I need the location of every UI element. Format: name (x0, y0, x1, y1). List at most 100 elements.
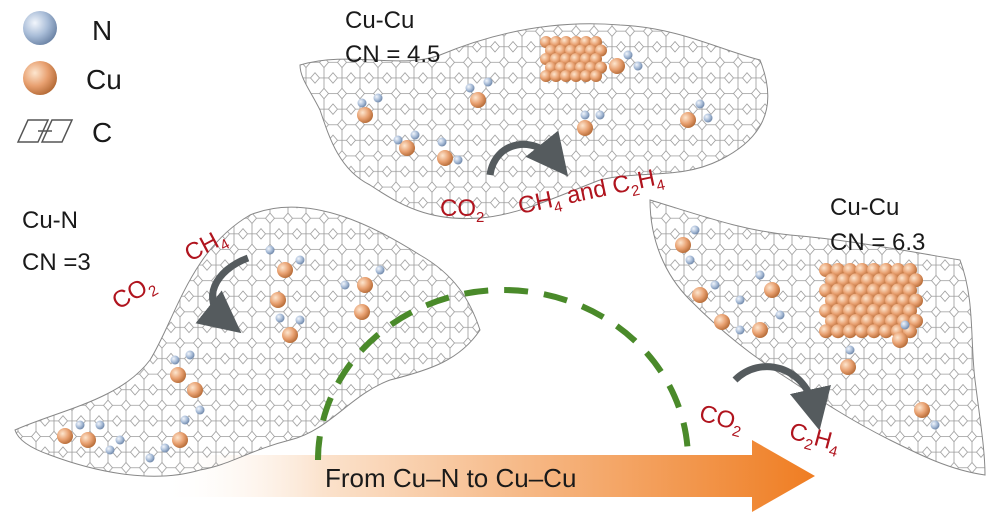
cluster-copper-atom (903, 303, 917, 318)
cluster-copper-atom (831, 283, 845, 298)
copper-atom (764, 282, 780, 298)
nitrogen-atom (195, 405, 205, 415)
cluster-copper-atom (867, 283, 881, 298)
nitrogen-atom (465, 83, 475, 93)
nitrogen-atom (453, 155, 463, 165)
cluster-copper-atom (849, 273, 863, 288)
copper-atom (914, 402, 930, 418)
cluster-copper-atom (570, 70, 582, 82)
cluster-copper-atom (879, 303, 893, 318)
nitrogen-atom (735, 295, 745, 305)
nitrogen-atom (595, 110, 605, 120)
copper-atom (675, 237, 691, 253)
nitrogen-atom (930, 420, 940, 430)
cluster-copper-atom (867, 263, 881, 277)
nitrogen-atom-icon (23, 11, 57, 45)
legend-label-n: N (92, 15, 112, 46)
cluster-copper-atom (861, 314, 875, 328)
reaction-arrow-cu-cu-mid (486, 130, 569, 177)
nitrogen-atom (685, 255, 695, 265)
nitrogen-atom (105, 445, 115, 455)
cluster-copper-atom (855, 263, 869, 277)
cluster-copper-atom (861, 293, 875, 308)
cluster-copper-atom (819, 303, 833, 318)
panel-title: Cu-Cu (830, 194, 899, 221)
cluster-copper-atom (819, 283, 833, 298)
nitrogen-atom (900, 320, 910, 330)
cluster-copper-atom (843, 324, 857, 339)
copper-atom (680, 112, 696, 128)
cluster-copper-atom (590, 70, 602, 82)
copper-atom (399, 140, 415, 156)
cluster-copper-atom (831, 263, 845, 277)
cluster-copper-atom (885, 314, 899, 328)
cluster-copper-atom (885, 293, 899, 308)
coordination-number: CN =3 (22, 249, 91, 276)
nitrogen-atom (115, 435, 125, 445)
single-atom-sites (57, 50, 940, 463)
nitrogen-atom (170, 355, 180, 365)
cluster-copper-atom (837, 273, 851, 288)
nitrogen-atom (755, 270, 765, 280)
copper-atom (172, 432, 188, 448)
nitrogen-atom (580, 110, 590, 120)
legend-label-c: C (92, 117, 112, 148)
cluster-copper-atom (831, 303, 845, 318)
cluster-copper-atom (873, 293, 887, 308)
dashed-arc (315, 287, 691, 461)
nitrogen-atom (275, 313, 285, 323)
product-label: C2H4 (785, 418, 843, 461)
cluster-copper-atom (855, 283, 869, 298)
copper-atom (357, 107, 373, 123)
panel-cu-cu-high: Cu-Cu CN = 6.3 CO2 C2H4 (696, 194, 925, 461)
copper-atom-icon (23, 61, 57, 95)
nitrogen-atom (845, 345, 855, 355)
nitrogen-atom (265, 245, 275, 255)
reaction-arrow-cu-cu-high (732, 363, 831, 431)
cluster-copper-atom (873, 314, 887, 328)
panel-title: Cu-N (22, 207, 78, 234)
cluster-copper-atom (879, 283, 893, 298)
graphene-sheet-cu-n (14, 206, 481, 477)
nitrogen-atom (373, 93, 383, 103)
copper-atom (470, 92, 486, 108)
cluster-copper-atom (843, 283, 857, 298)
copper-atom (277, 262, 293, 278)
copper-atom (752, 322, 768, 338)
cluster-copper-atom (891, 303, 905, 318)
cluster-copper-atom (909, 273, 923, 288)
cluster-copper-atom (909, 314, 923, 328)
nitrogen-atom (710, 280, 720, 290)
cluster-copper-atom (855, 303, 869, 318)
progress-arrow-label: From Cu–N to Cu–Cu (325, 463, 576, 493)
panel-title: Cu-Cu (345, 7, 414, 34)
copper-atom (80, 432, 96, 448)
nitrogen-atom (180, 415, 190, 425)
cluster-copper-atom (819, 263, 833, 277)
coordination-number: CN = 4.5 (345, 41, 440, 68)
cluster-copper-atom (843, 263, 857, 277)
cluster-copper-atom (819, 324, 833, 339)
nitrogen-atom (775, 310, 785, 320)
nitrogen-atom (623, 50, 633, 60)
copper-atom (437, 150, 453, 166)
cluster-copper-atom (560, 70, 572, 82)
cluster-copper-atom (825, 273, 839, 288)
cluster-copper-atom (825, 293, 839, 308)
cluster-copper-atom (855, 324, 869, 339)
copper-atom (270, 292, 286, 308)
cluster-copper-atom (885, 273, 899, 288)
cluster-copper-atom (909, 293, 923, 308)
nitrogen-atom (95, 420, 105, 430)
nitrogen-atom (735, 325, 745, 335)
cluster-copper-atom (867, 303, 881, 318)
cluster-copper-atom (897, 293, 911, 308)
cluster-copper-atom (837, 293, 851, 308)
cluster-copper-atom (861, 273, 875, 288)
copper-atom (170, 367, 186, 383)
cluster-copper-atom (891, 283, 905, 298)
nitrogen-atom (375, 265, 385, 275)
reactant-label: CO2 (108, 270, 162, 319)
